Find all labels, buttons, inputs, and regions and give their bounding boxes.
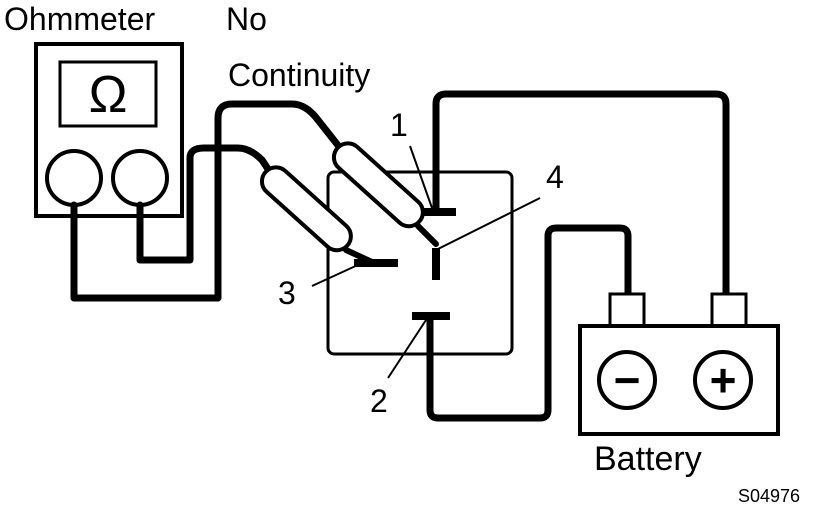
battery-label: Battery (594, 440, 702, 478)
terminal-2 (412, 312, 450, 320)
terminal-2-label: 2 (370, 383, 388, 419)
wire-terminal-2-to-negative (426, 224, 632, 422)
no-label: No (226, 1, 267, 37)
ohmmeter-leads (70, 100, 352, 302)
ohmmeter: Ω (34, 42, 184, 218)
leader-1 (409, 145, 433, 209)
leader-4 (435, 197, 541, 251)
ohmmeter-display (58, 60, 158, 128)
minus-sign: − (614, 354, 641, 406)
plus-sign: + (710, 354, 737, 406)
leader-lines (311, 145, 541, 379)
terminal-4 (432, 248, 440, 280)
probe-4-handle (331, 141, 425, 229)
battery-wires (426, 90, 730, 422)
relay-terminals (354, 208, 456, 320)
probe-3-handle (259, 165, 353, 253)
leader-3 (311, 263, 361, 287)
terminal-1-label: 1 (390, 107, 408, 143)
probe-4-tip (415, 223, 439, 247)
continuity-label: Continuity (228, 57, 370, 93)
battery-negative-terminal (597, 350, 657, 410)
lead-to-terminal-3 (136, 144, 278, 264)
terminal-4-label: 4 (546, 159, 564, 195)
ohmmeter-right-jack (111, 149, 169, 207)
lead-to-terminal-4 (70, 100, 352, 302)
battery-positive-terminal (693, 350, 753, 410)
terminal-3-label: 3 (278, 275, 296, 311)
wire-terminal-1-to-positive (432, 90, 730, 298)
terminal-1 (420, 208, 456, 216)
battery-positive-post (710, 292, 748, 328)
ohm-symbol: Ω (89, 66, 128, 124)
ohmmeter-left-jack (45, 149, 103, 207)
probe-3-tip (343, 247, 375, 265)
ohmmeter-label: Ohmmeter (4, 1, 155, 37)
probe-terminal-3 (259, 165, 375, 265)
figure-code: S04976 (738, 486, 800, 506)
probe-terminal-4 (331, 141, 439, 247)
battery: − + (578, 292, 780, 436)
terminal-3 (354, 259, 398, 267)
battery-negative-post (608, 292, 646, 328)
leader-2 (387, 319, 427, 379)
